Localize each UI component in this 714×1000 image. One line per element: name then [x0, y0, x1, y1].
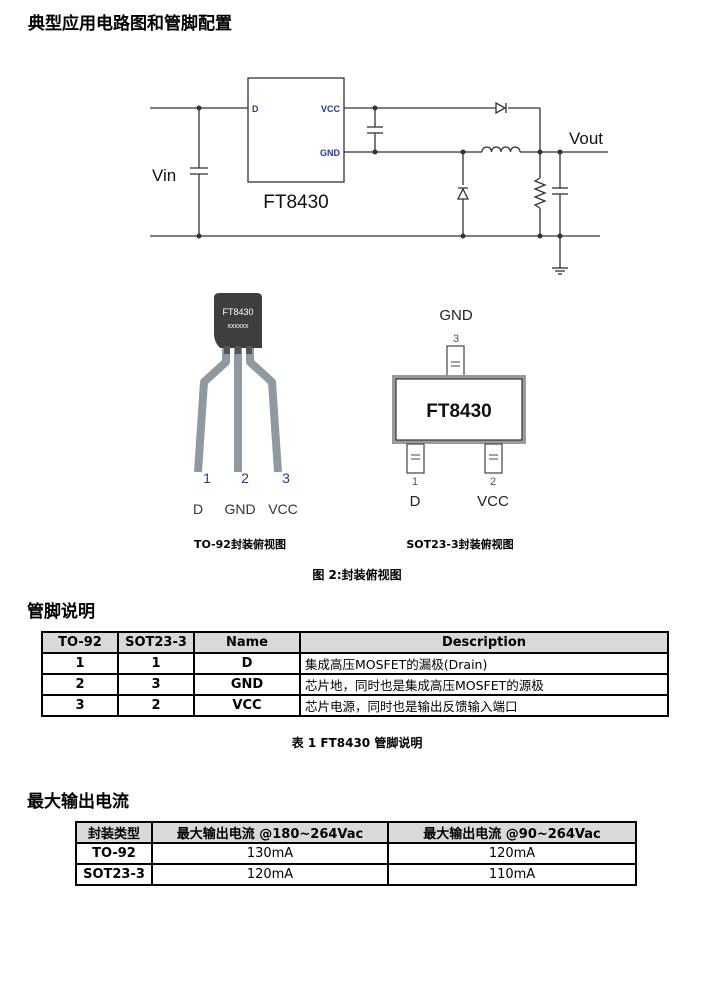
table-cell: SOT23-3 [75, 863, 153, 886]
to92-body-text-code: xxxxxx [228, 323, 250, 330]
table-row: SOT23-3 120mA 110mA [75, 863, 637, 886]
table-cell: VCC [193, 694, 301, 717]
vout-label: Vout [569, 129, 603, 148]
to92-pin-name-vcc: VCC [268, 501, 298, 517]
sot23-right-label: VCC [477, 493, 509, 510]
table-header-cell: 封装类型 [75, 821, 153, 844]
table-header-cell: Name [193, 631, 301, 654]
to92-body-text-name: FT8430 [222, 307, 253, 317]
sot23-top-number: 3 [453, 333, 459, 345]
max-output-current-table: 封装类型 最大输出电流 @180~264Vac 最大输出电流 @90~264Va… [75, 821, 637, 886]
sot23-caption: SOT23-3封装俯视图 [406, 538, 514, 551]
figure-caption: 图 2:封装俯视图 [312, 568, 402, 582]
pin-table-caption: 表 1 FT8430 管脚说明 [291, 736, 423, 750]
vin-label: Vin [152, 166, 176, 185]
section-heading-pins: 管脚说明 [27, 602, 95, 622]
table-cell: 110mA [387, 863, 637, 886]
section-heading-circuit: 典型应用电路图和管脚配置 [28, 14, 232, 34]
table-row: TO-92 130mA 120mA [75, 842, 637, 865]
sot23-left-number: 1 [412, 476, 418, 488]
table-cell: D [193, 652, 301, 675]
application-circuit-diagram: D VCC GND FT8430 Vin Vout [150, 77, 608, 275]
to92-pin-number-3: 3 [282, 470, 290, 486]
sot23-package: GND 3 FT8430 1 2 D VCC [392, 307, 526, 510]
sot23-left-label: D [410, 493, 421, 510]
sot23-top-label: GND [439, 307, 473, 324]
table-header-cell: 最大输出电流 @180~264Vac [151, 821, 389, 844]
table-cell: 3 [41, 694, 119, 717]
to92-pin-name-d: D [193, 501, 203, 517]
table-cell: 集成高压MOSFET的漏极(Drain) [299, 652, 669, 675]
to92-pin-name-gnd: GND [224, 501, 255, 517]
table-row: 3 2 VCC 芯片电源，同时也是输出反馈输入端口 [41, 694, 669, 717]
table-header-row: TO-92 SOT23-3 Name Description [41, 631, 669, 654]
table-cell: 3 [117, 673, 195, 696]
to92-caption: TO-92封装俯视图 [194, 538, 286, 551]
table-cell: 芯片电源，同时也是输出反馈输入端口 [299, 694, 669, 717]
table-cell: TO-92 [75, 842, 153, 865]
chip-name-label: FT8430 [263, 192, 328, 213]
pin-description-table: TO-92 SOT23-3 Name Description 1 1 D 集成高… [41, 631, 669, 717]
table-cell: GND [193, 673, 301, 696]
sot23-right-number: 2 [490, 476, 496, 488]
table-header-cell: Description [299, 631, 669, 654]
table-cell: 1 [41, 652, 119, 675]
to92-pin-number-2: 2 [241, 470, 249, 486]
table-header-cell: 最大输出电流 @90~264Vac [387, 821, 637, 844]
table-cell: 1 [117, 652, 195, 675]
table-cell: 2 [41, 673, 119, 696]
chip-pin-vcc-label: VCC [321, 104, 341, 114]
section-heading-current: 最大输出电流 [27, 792, 129, 812]
to92-package: FT8430 xxxxxx 1 2 3 D GND VCC [193, 293, 298, 517]
table-row: 1 1 D 集成高压MOSFET的漏极(Drain) [41, 652, 669, 675]
package-drawings: FT8430 xxxxxx 1 2 3 D GND VCC GND 3 FT84… [193, 293, 526, 517]
chip-pin-d-label: D [252, 104, 259, 114]
table-cell: 2 [117, 694, 195, 717]
sot23-chip-name: FT8430 [426, 401, 491, 422]
to92-pin-number-1: 1 [203, 470, 211, 486]
table-cell: 芯片地，同时也是集成高压MOSFET的源极 [299, 673, 669, 696]
table-cell: 120mA [151, 863, 389, 886]
chip-pin-gnd-label: GND [320, 148, 341, 158]
table-header-cell: TO-92 [41, 631, 119, 654]
table-cell: 130mA [151, 842, 389, 865]
table-header-row: 封装类型 最大输出电流 @180~264Vac 最大输出电流 @90~264Va… [75, 821, 637, 844]
table-row: 2 3 GND 芯片地，同时也是集成高压MOSFET的源极 [41, 673, 669, 696]
table-cell: 120mA [387, 842, 637, 865]
chip-box [247, 77, 345, 183]
table-header-cell: SOT23-3 [117, 631, 195, 654]
